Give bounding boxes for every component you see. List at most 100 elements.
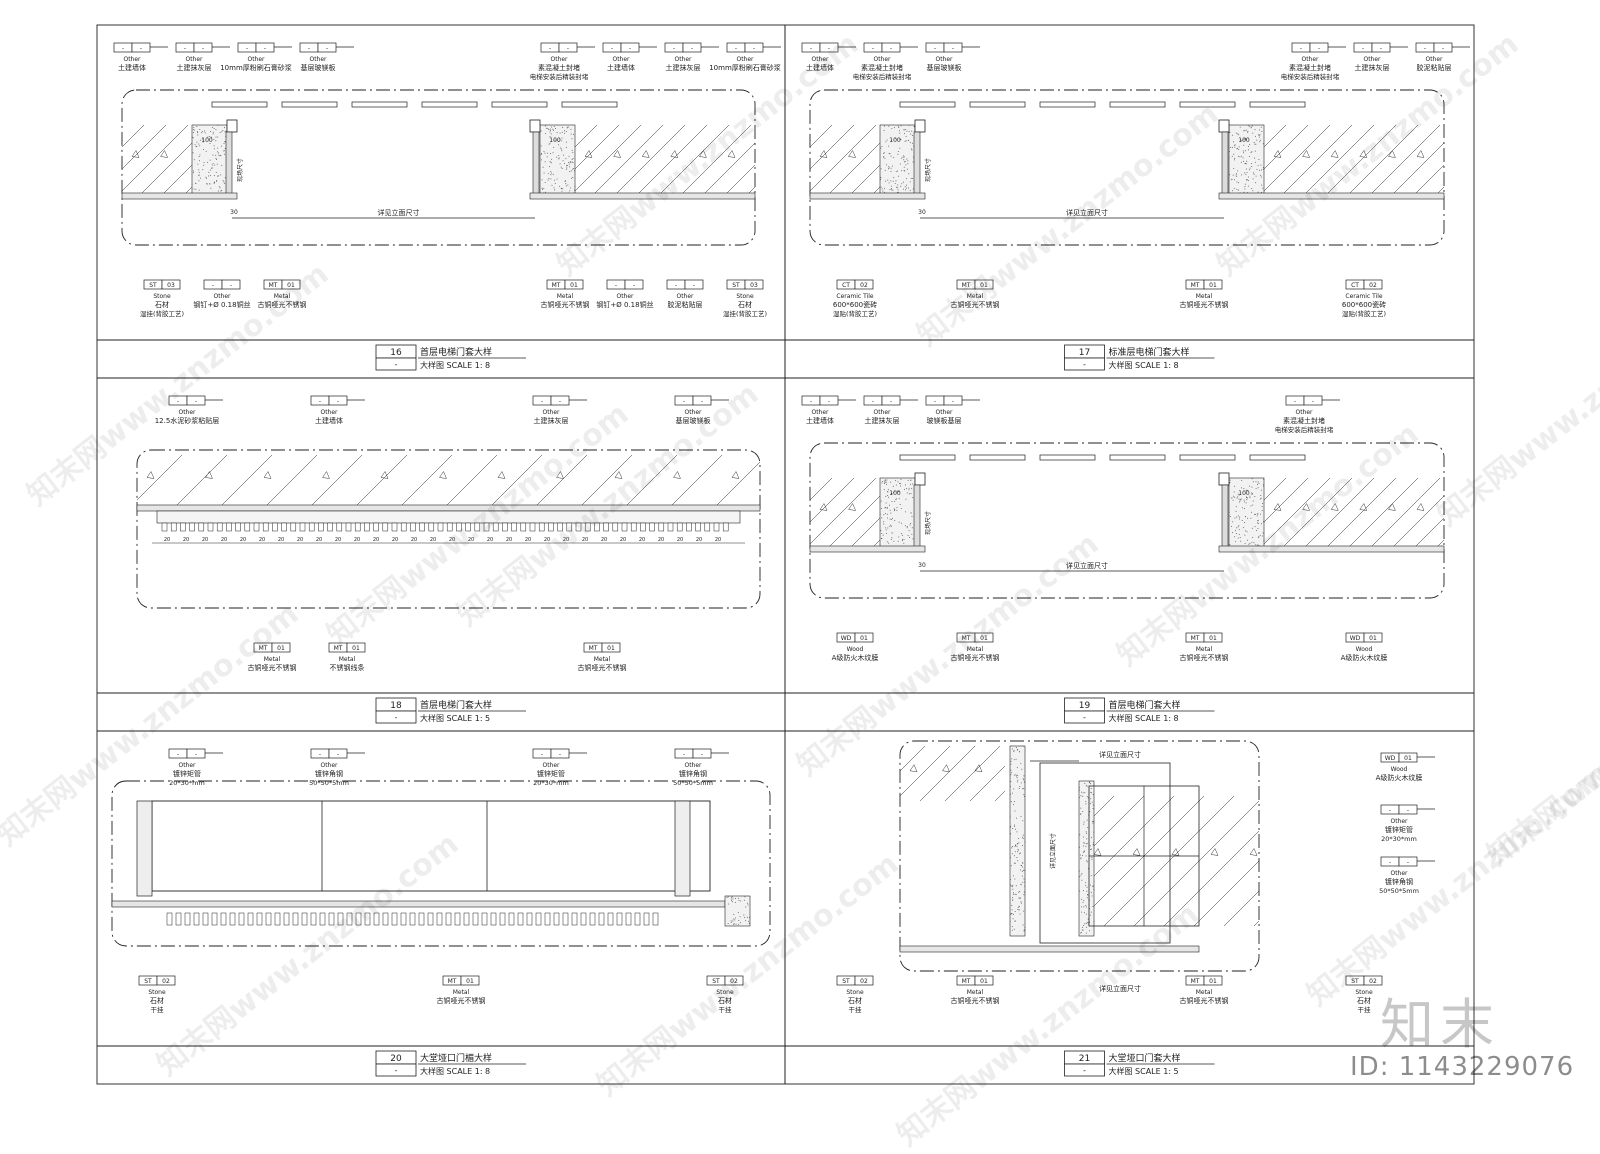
infill-dot	[1089, 811, 1090, 812]
infill-dot	[1011, 772, 1012, 773]
infill-dot	[1254, 496, 1255, 497]
infill-dot	[555, 128, 556, 129]
shaft-dash	[900, 455, 955, 460]
infill-dot	[1090, 798, 1091, 799]
detail-panel-17: 17-标准层电梯门套大样大样图 SCALE 1: 8详见立面尺寸现场尺寸1001…	[740, 43, 1506, 370]
infill-dot	[1258, 536, 1259, 537]
line	[1370, 478, 1440, 548]
infill-dot	[1022, 866, 1023, 867]
infill-dot	[1240, 499, 1241, 500]
tag-category: Other	[320, 409, 338, 416]
tag-code: -	[683, 398, 685, 405]
infill-dot	[1086, 927, 1087, 928]
infill-dot	[1244, 508, 1245, 509]
tag-category: Wood	[847, 646, 864, 653]
infill-dot	[1087, 796, 1088, 797]
infill-dot	[910, 525, 911, 526]
infill-dot	[881, 508, 882, 509]
infill-dot	[1243, 161, 1244, 162]
infill-dot	[1233, 175, 1234, 176]
tag-text-2: 20*30*mm	[1381, 835, 1417, 843]
line	[703, 125, 773, 195]
concrete-mark	[732, 472, 739, 479]
infill-dot	[1251, 487, 1252, 488]
infill-dot	[899, 483, 900, 484]
infill-dot	[1012, 909, 1013, 910]
infill-dot	[1018, 838, 1019, 839]
material-tag-bottom: CT02Ceramic Tile600*600瓷砖湿贴(背胶工艺)	[833, 280, 877, 318]
infill-dot	[894, 509, 895, 510]
infill-dot	[220, 174, 221, 175]
infill-dot	[546, 128, 547, 129]
infill-dot	[1012, 885, 1013, 886]
infill-dot	[898, 151, 899, 152]
infill-dot	[1012, 926, 1013, 927]
infill-dot	[1017, 767, 1018, 768]
metal-fin	[226, 523, 231, 531]
infill-dot	[1086, 914, 1087, 915]
tag-code: -	[177, 398, 179, 405]
tag-category: Other	[542, 409, 560, 416]
infill-dot	[1093, 889, 1094, 890]
metal-fin	[248, 913, 253, 925]
line	[1282, 125, 1352, 195]
infill-dot	[1086, 855, 1087, 856]
infill-dot	[218, 175, 219, 176]
infill-dot	[734, 923, 735, 924]
infill-dot	[1229, 174, 1230, 175]
infill-dot	[1023, 924, 1024, 925]
infill-dot	[1019, 891, 1020, 892]
tag-category: Other	[1425, 56, 1443, 63]
infill-dot	[1086, 831, 1087, 832]
infill-dot	[574, 189, 575, 190]
metal-fin	[420, 523, 425, 531]
metal-fin	[190, 523, 195, 531]
tag-num: 02	[730, 978, 738, 985]
jamb-profile	[1222, 485, 1228, 548]
infill-dot	[1245, 516, 1246, 517]
infill-dot	[1261, 185, 1262, 186]
infill-dot	[554, 187, 555, 188]
infill-dot	[738, 920, 739, 921]
metal-fin	[581, 913, 586, 925]
infill-dot	[1230, 480, 1231, 481]
concrete-mark	[728, 151, 735, 158]
tag-code: CT	[842, 282, 850, 289]
finish-layer	[1219, 193, 1444, 199]
tag-code: ST	[149, 282, 157, 289]
infill-dot	[885, 507, 886, 508]
infill-dot	[221, 131, 222, 132]
infill-dot	[1259, 170, 1260, 171]
concrete-mark	[1360, 151, 1367, 158]
infill-dot	[909, 493, 910, 494]
infill-dot	[225, 177, 226, 178]
tag-num: -	[1442, 45, 1444, 52]
infill-dot	[1248, 125, 1249, 126]
tag-category: Other	[935, 409, 953, 416]
infill-dot	[1239, 501, 1240, 502]
line	[717, 455, 767, 505]
line	[1224, 796, 1354, 926]
infill-dot	[217, 148, 218, 149]
infill-dot	[561, 148, 562, 149]
infill-dot	[1234, 147, 1235, 148]
dimension-value: 20	[506, 537, 512, 543]
infill-dot	[545, 192, 546, 193]
metal-fin	[608, 913, 613, 925]
infill-dot	[1257, 515, 1258, 516]
infill-dot	[1010, 781, 1011, 782]
tag-num: 01	[980, 635, 988, 642]
drawing-title: 首层电梯门套大样	[1109, 699, 1181, 711]
line	[1260, 478, 1330, 548]
material-tag-top: --Other10mm厚粉刷石膏砂浆	[220, 43, 292, 72]
infill-dot	[549, 131, 550, 132]
infill-dot	[198, 175, 199, 176]
infill-dot	[1091, 788, 1092, 789]
infill-dot	[1253, 500, 1254, 501]
infill-dot	[202, 131, 203, 132]
infill-dot	[569, 166, 570, 167]
infill-dot	[882, 188, 883, 189]
infill-dot	[901, 170, 902, 171]
infill-dot	[885, 170, 886, 171]
infill-dot	[544, 153, 545, 154]
